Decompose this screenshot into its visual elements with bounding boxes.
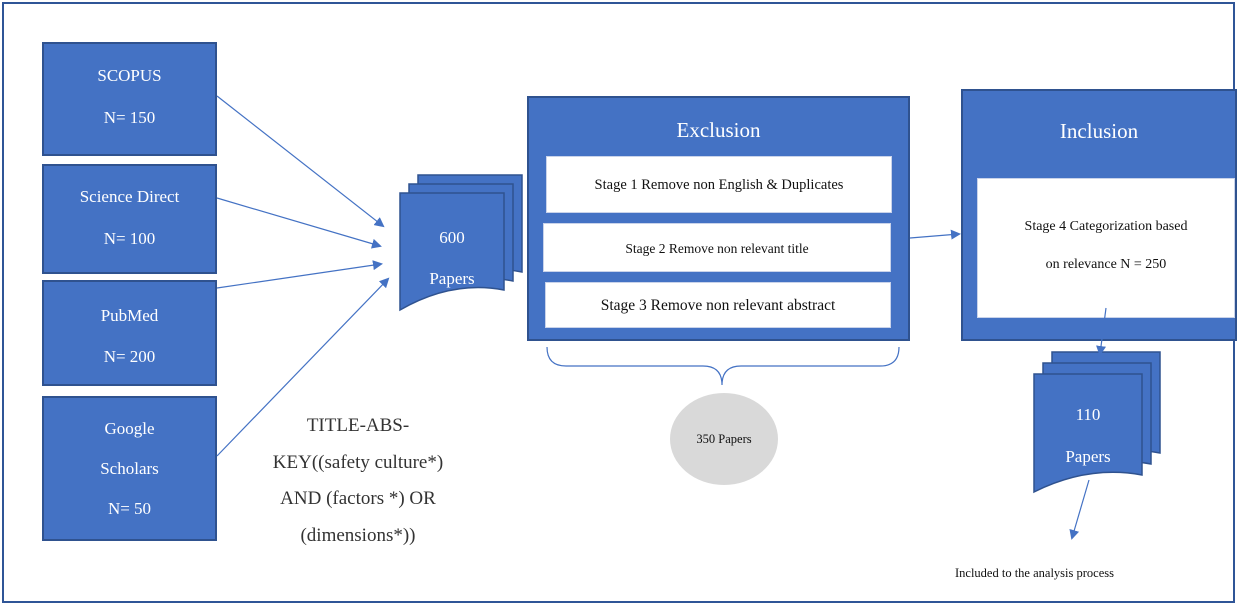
merged-doc-label: Papers <box>429 269 474 288</box>
source-name: SCOPUS <box>97 66 162 85</box>
exclusion-panel: Exclusion Stage 1 Remove non English & D… <box>527 96 910 341</box>
final-document-stack-icon: 110 Papers <box>1033 351 1161 494</box>
query-line: KEY((safety culture*) <box>272 451 444 473</box>
inclusion-stage-line: on relevance N = 250 <box>1045 257 1167 272</box>
final-note: Included to the analysis process <box>955 566 1114 580</box>
exclusion-stage-1: Stage 1 Remove non English & Duplicates <box>546 156 892 213</box>
exclusion-title: Exclusion <box>676 118 761 142</box>
source-name-cont: Scholars <box>100 459 159 478</box>
brace <box>546 346 900 386</box>
arrow-sciencedirect-to-papers <box>216 197 382 249</box>
removed-papers-ellipse: 350 Papers <box>670 393 778 485</box>
source-box-scopus: SCOPUS N= 150 <box>42 42 217 156</box>
inclusion-stage-4: Stage 4 Categorization based on relevanc… <box>977 178 1235 318</box>
inclusion-panel: Inclusion Stage 4 Categorization based o… <box>961 89 1237 341</box>
source-count: N= 100 <box>103 229 156 248</box>
merged-doc-count: 600 <box>439 228 465 247</box>
query-line: TITLE-ABS- <box>306 415 410 436</box>
inclusion-stage-line: Stage 4 Categorization based <box>1024 219 1188 234</box>
search-query: TITLE-ABS- KEY((safety culture*) AND (fa… <box>258 408 458 554</box>
final-doc-count: 110 <box>1076 405 1101 424</box>
arrow-pubmed-to-papers <box>216 260 383 289</box>
query-line: AND (factors *) OR <box>280 488 436 509</box>
source-count: N= 150 <box>103 108 156 127</box>
final-doc-label: Papers <box>1065 447 1110 466</box>
inclusion-title: Inclusion <box>1059 119 1139 143</box>
source-box-google-scholars: Google Scholars N= 50 <box>42 396 217 541</box>
source-name: Google <box>104 419 155 438</box>
arrow-inclusion-to-final-docs <box>1096 307 1107 356</box>
source-name: PubMed <box>100 306 159 325</box>
query-line: (dimensions*)) <box>300 524 416 546</box>
exclusion-stage-2: Stage 2 Remove non relevant title <box>543 223 891 272</box>
arrow-scopus-to-papers <box>216 95 385 228</box>
merged-document-stack-icon: 600 Papers <box>399 174 523 312</box>
arrow-final-docs-to-note <box>1069 479 1090 540</box>
source-count: N= 200 <box>103 347 156 366</box>
source-name: Science Direct <box>79 187 180 206</box>
arrow-google-to-papers <box>216 277 390 457</box>
exclusion-stage-3: Stage 3 Remove non relevant abstract <box>545 282 891 328</box>
arrow-exclusion-to-inclusion <box>909 229 961 240</box>
source-count: N= 50 <box>107 499 152 518</box>
source-box-pubmed: PubMed N= 200 <box>42 280 217 386</box>
source-box-science-direct: Science Direct N= 100 <box>42 164 217 274</box>
